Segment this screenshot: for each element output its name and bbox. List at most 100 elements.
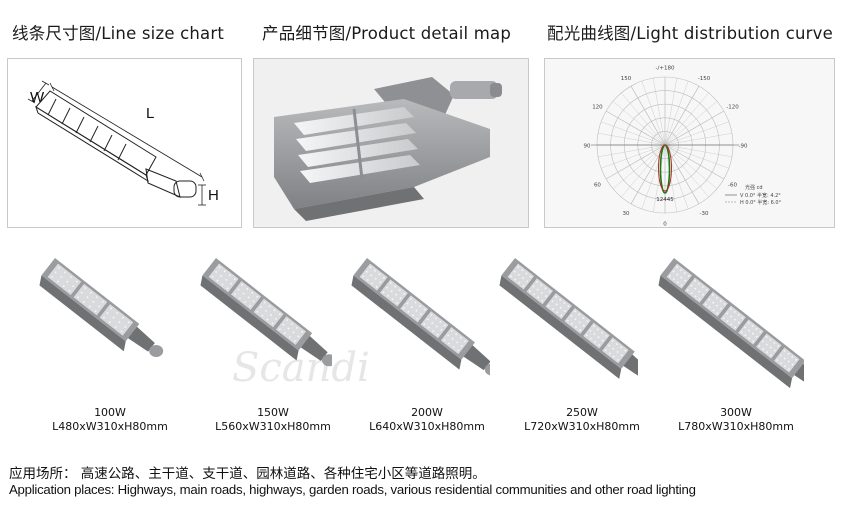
lamp-led-module	[230, 280, 262, 311]
lamp-led-dot	[566, 319, 569, 322]
lamp-led-dot	[382, 291, 385, 294]
lamp-led-dot	[726, 312, 729, 315]
lamp-led-dot	[288, 336, 291, 339]
lamp-led-dot	[386, 286, 389, 289]
lamp-led-dot	[734, 326, 737, 329]
lamp-led-dot	[247, 296, 250, 299]
lamp-led-dot	[94, 310, 97, 313]
lamp-led-dot	[112, 316, 115, 319]
polar-spoke	[664, 144, 729, 169]
lamp-led-dot	[362, 275, 365, 278]
lamp-led-module	[701, 290, 729, 318]
lamp-led-dot	[776, 359, 779, 362]
lamp-led-dot	[58, 266, 61, 269]
lamp-led-dot	[278, 313, 281, 316]
lamp-power: 300W	[720, 406, 752, 419]
lamp-caption-200w: 200W L640xW310xH80mm	[367, 406, 487, 434]
lamp-led-module	[683, 276, 711, 304]
polar-spoke	[605, 110, 666, 146]
lamp-led-dot	[522, 277, 524, 280]
lamp-led-dot	[620, 354, 623, 357]
lamp-led-dot	[698, 290, 701, 293]
lamp-led-dot	[730, 315, 732, 318]
lamp-led-dot	[701, 286, 704, 288]
lamp-led-dot	[443, 324, 446, 327]
lamp-led-dot	[705, 289, 708, 291]
lamp-body-side	[351, 275, 462, 370]
lamp-led-dot	[547, 304, 550, 307]
lamp-led-dot	[744, 326, 747, 329]
lamp-led-dot	[765, 335, 768, 338]
lamp-led-dot	[624, 349, 627, 352]
lamp-led-dot	[672, 278, 675, 281]
lamp-led-dot	[406, 302, 409, 305]
lamp-body-side	[200, 275, 299, 361]
lamp-led-module	[665, 262, 693, 290]
lamp-led-dot	[567, 305, 570, 308]
lamp-led-dot	[521, 269, 524, 272]
lamp-size: L720xW310xH80mm	[524, 420, 640, 433]
lamp-led-dot	[451, 337, 454, 340]
polar-spoke	[664, 133, 732, 146]
lamp-led-dot	[292, 331, 295, 334]
lamp-led-dot	[522, 285, 525, 287]
lamp-led-dot	[533, 293, 535, 296]
lamp-led-dot	[704, 303, 707, 306]
lamp-led-dot	[608, 344, 611, 347]
lamp-led-dot	[101, 301, 104, 303]
polar-angle-label: -60	[728, 183, 737, 189]
polar-spoke	[664, 110, 725, 146]
lamp-led-dot	[589, 329, 592, 332]
lamp-led-dot	[788, 368, 790, 371]
polar-spoke	[664, 121, 729, 146]
lamp-led-dot	[260, 306, 262, 309]
lamp-led-dot	[712, 294, 714, 296]
lamp-led-dot	[730, 323, 733, 326]
heading-product-detail-map: 产品细节图/Product detail map	[262, 24, 512, 43]
lamp-led-dot	[75, 280, 78, 283]
lamp-led-dot	[586, 320, 589, 322]
lamp-led-module	[525, 277, 554, 306]
lamp-led-dot	[370, 274, 373, 277]
lamp-led-dot	[570, 315, 573, 317]
lamp-led-dot	[762, 340, 764, 343]
lamp-led-dot	[242, 292, 245, 295]
lamp-led-dot	[611, 340, 614, 342]
heading-light-distribution-curve: 配光曲线图/Light distribution curve	[547, 24, 833, 43]
lamp-led-dot	[676, 266, 679, 268]
lamp-led-dot	[234, 293, 236, 296]
lamp-led-dot	[220, 275, 222, 277]
lamp-led-dot	[379, 281, 382, 284]
lamp-led-dot	[773, 349, 776, 352]
lamp-led-dot	[582, 316, 585, 319]
polar-angle-label: 150	[621, 76, 632, 82]
lamp-led-dot	[66, 280, 69, 283]
polar-spoke	[601, 121, 666, 146]
lamp-led-dot	[578, 313, 581, 316]
lamp-led-dot	[452, 346, 455, 348]
lamp-led-module	[379, 278, 409, 308]
lamp-led-dot	[398, 289, 401, 291]
lamp-led-dot	[560, 314, 563, 317]
lamp-led-dot	[694, 295, 697, 298]
lamp-led-dot	[694, 287, 697, 290]
lamp-led-dot	[536, 288, 539, 291]
lamp-led-dot	[601, 339, 604, 342]
lamp-led-dot	[537, 296, 540, 299]
lamp-led-dot	[559, 298, 562, 301]
lamp-led-dot	[230, 282, 233, 285]
lamp-led-module	[46, 262, 82, 296]
lamp-led-dot	[544, 287, 547, 290]
lamp-led-dot	[680, 269, 682, 271]
heading-line-size-chart: 线条尺寸图/Line size chart	[12, 24, 225, 43]
lamp-led-module	[440, 326, 470, 355]
lamp-led-dot	[769, 346, 772, 349]
lamp-led-dot	[574, 318, 577, 321]
lamp-led-dot	[559, 306, 562, 309]
lamp-led-dot	[261, 314, 264, 317]
lamp-led-dot	[608, 352, 611, 355]
lamp-led-dot	[270, 314, 272, 316]
polar-legend-title: 光强 cd	[745, 184, 763, 191]
lamp-led-dot	[456, 341, 459, 344]
lamp-led-dot	[440, 329, 443, 331]
